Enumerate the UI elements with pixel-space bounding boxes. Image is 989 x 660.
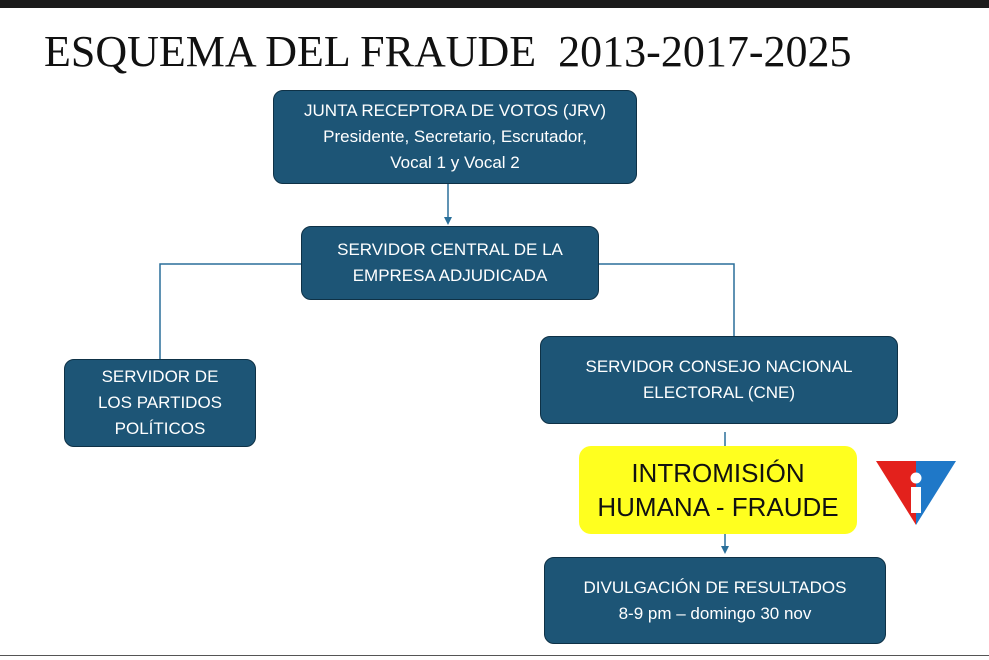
line-central-to-parties: [159, 263, 301, 359]
jrv-line-2: Presidente, Secretario, Escrutador,: [323, 127, 587, 146]
central-server-line-1: SERVIDOR CENTRAL DE LA: [337, 240, 563, 259]
party-server-line-1: SERVIDOR DE: [101, 367, 219, 386]
party-server-line-3: POLÍTICOS: [114, 419, 206, 438]
red-blue-triangle-i-logo-icon: [876, 461, 956, 525]
party-server-box: SERVIDOR DE LOS PARTIDOS POLÍTICOS: [64, 359, 256, 447]
jrv-line-1: JUNTA RECEPTORA DE VOTOS (JRV): [304, 101, 606, 120]
results-line-1: DIVULGACIÓN DE RESULTADOS: [583, 577, 847, 597]
jrv-line-3: Vocal 1 y Vocal 2: [390, 153, 520, 172]
results-box: DIVULGACIÓN DE RESULTADOS 8-9 pm – domin…: [544, 557, 886, 644]
fraud-line-2: HUMANA - FRAUDE: [597, 492, 839, 522]
cne-server-line-1: SERVIDOR CONSEJO NACIONAL: [585, 357, 853, 376]
fraud-line-1: INTROMISIÓN: [631, 458, 805, 488]
central-server-line-2: EMPRESA ADJUDICADA: [352, 266, 548, 285]
bottom-divider: [0, 655, 989, 656]
cne-server-line-2: ELECTORAL (CNE): [642, 383, 796, 402]
top-border-bar: [0, 0, 989, 8]
cne-server-box: SERVIDOR CONSEJO NACIONAL ELECTORAL (CNE…: [540, 336, 898, 424]
line-central-to-cne: [599, 263, 735, 336]
results-line-2: 8-9 pm – domingo 30 nov: [618, 603, 812, 623]
jrv-box: JUNTA RECEPTORA DE VOTOS (JRV) President…: [273, 90, 637, 184]
central-server-box: SERVIDOR CENTRAL DE LA EMPRESA ADJUDICAD…: [301, 226, 599, 300]
fraud-highlight-box: INTROMISIÓN HUMANA - FRAUDE: [579, 446, 857, 534]
party-server-line-2: LOS PARTIDOS: [97, 393, 223, 412]
diagram-title: ESQUEMA DEL FRAUDE 2013-2017-2025: [44, 27, 852, 76]
